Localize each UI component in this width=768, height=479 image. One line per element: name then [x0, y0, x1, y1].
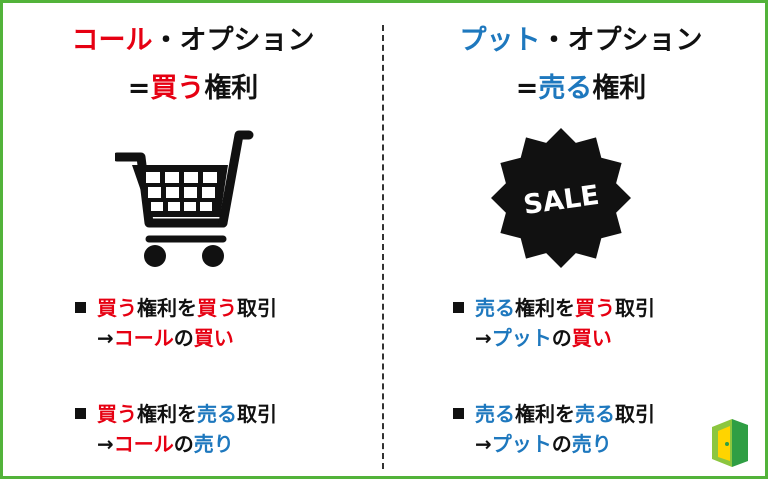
call-item-1-line2: →コールの買い [75, 323, 277, 353]
put-item-1-line1: 売る権利を買う取引 [453, 293, 655, 323]
put-item-2: 売る権利を売る取引 →プットの売り [453, 399, 655, 459]
text-segment: → [97, 432, 114, 456]
put-subtitle-prefix: = [515, 73, 539, 104]
put-title-rest: ・オプション [540, 25, 703, 56]
text-segment: 買う [197, 296, 237, 320]
put-item-1-line2: →プットの買い [453, 323, 655, 353]
put-subtitle-rest: 権利 [592, 73, 647, 104]
text-segment: 取引 [615, 296, 655, 320]
call-option-title: コール・オプション [3, 23, 383, 59]
bullet-square [75, 302, 86, 313]
text-segment: 権利を [515, 296, 575, 320]
call-subtitle-prefix: = [127, 73, 151, 104]
text-segment: コール [113, 326, 174, 350]
text-segment: → [97, 326, 114, 350]
put-subtitle-accent: 売る [538, 73, 593, 104]
text-segment: プット [491, 432, 552, 456]
call-title-accent: コール [71, 25, 153, 56]
call-item-1-line1: 買う権利を買う取引 [75, 293, 277, 323]
text-segment: 売る [475, 402, 515, 426]
text-segment: の [551, 326, 572, 350]
put-item-2-line1: 売る権利を売る取引 [453, 399, 655, 429]
text-segment: → [475, 432, 492, 456]
bullet-square [75, 408, 86, 419]
call-item-2-line1: 買う権利を売る取引 [75, 399, 277, 429]
text-segment: 権利を [137, 296, 197, 320]
text-segment: 売り [571, 432, 612, 456]
shopping-cart-icon [115, 130, 254, 267]
text-segment: 買う [97, 402, 137, 426]
text-segment: 権利を [137, 402, 197, 426]
bullet-square [453, 408, 464, 419]
text-segment: 買う [97, 296, 137, 320]
put-item-1: 売る権利を買う取引 →プットの買い [453, 293, 655, 353]
text-segment: 売る [575, 402, 615, 426]
center-divider [382, 25, 384, 469]
put-option-subtitle: =売る権利 [391, 71, 768, 107]
text-segment: プット [491, 326, 552, 350]
text-segment: 売る [475, 296, 515, 320]
text-segment: 取引 [237, 402, 277, 426]
text-segment: 売り [193, 432, 234, 456]
text-segment: → [475, 326, 492, 350]
text-segment: 取引 [237, 296, 277, 320]
text-segment: 取引 [615, 402, 655, 426]
text-segment: 権利を [515, 402, 575, 426]
put-item-2-line2: →プットの売り [453, 429, 655, 459]
call-item-1: 買う権利を買う取引 →コールの買い [75, 293, 277, 353]
text-segment: の [551, 432, 572, 456]
call-item-2: 買う権利を売る取引 →コールの売り [75, 399, 277, 459]
text-segment: 買う [575, 296, 615, 320]
call-subtitle-rest: 権利 [204, 73, 259, 104]
sale-badge-icon: SALE [491, 128, 631, 268]
call-option-subtitle: =買う権利 [3, 71, 383, 107]
bullet-square [453, 302, 464, 313]
put-title-accent: プット [459, 25, 541, 56]
call-title-rest: ・オプション [152, 25, 315, 56]
text-segment: 買い [571, 326, 612, 350]
put-option-title: プット・オプション [391, 23, 768, 59]
text-segment: コール [113, 432, 174, 456]
call-subtitle-accent: 買う [150, 73, 205, 104]
text-segment: 売る [197, 402, 237, 426]
text-segment: の [173, 326, 194, 350]
text-segment: の [173, 432, 194, 456]
door-logo-icon [712, 419, 748, 467]
text-segment: 買い [193, 326, 234, 350]
call-item-2-line2: →コールの売り [75, 429, 277, 459]
